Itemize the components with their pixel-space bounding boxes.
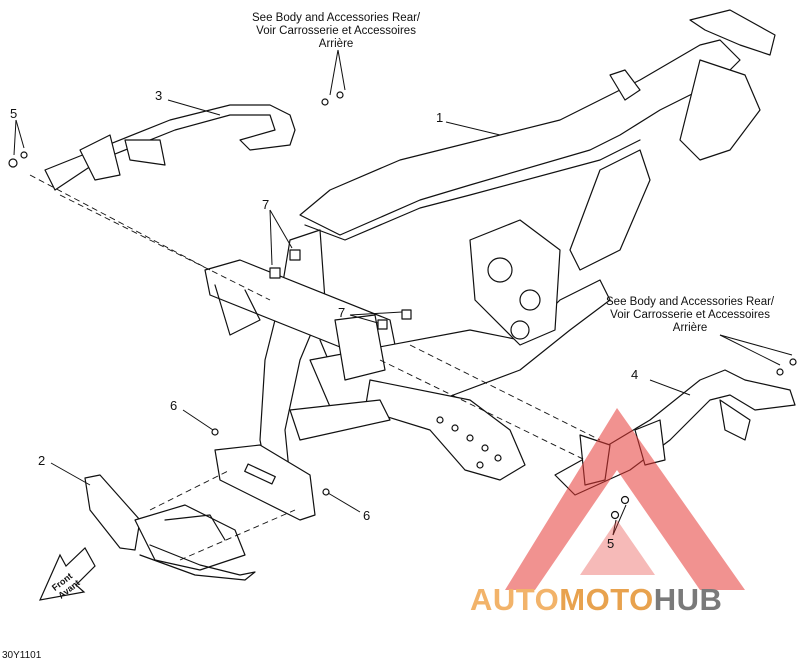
callout-3: 3	[155, 88, 163, 103]
callout-2: 2	[38, 453, 46, 468]
watermark-hub: HUB	[653, 582, 723, 617]
alignment-lines	[29, 174, 601, 561]
callout-1: 1	[436, 110, 444, 125]
callout-7-lower: 7	[338, 305, 346, 320]
see-body-note-right: See Body and Accessories Rear/ Voir Carr…	[606, 296, 775, 334]
see-body-note-top: See Body and Accessories Rear/ Voir Carr…	[252, 12, 421, 50]
callout-7-upper: 7	[262, 197, 270, 212]
callout-6-left: 6	[170, 398, 178, 413]
callout-5-left: 5	[10, 106, 18, 121]
watermark-moto: MOTO	[559, 582, 654, 617]
front-skid-bracket	[84, 474, 256, 581]
part-code: 30Y1101	[2, 650, 42, 661]
watermark-triangle-icon	[505, 408, 745, 590]
leader-lines	[13, 49, 793, 536]
upper-front-bracket	[44, 104, 296, 191]
main-frame	[204, 9, 776, 521]
callout-5-right: 5	[607, 536, 615, 551]
callout-6-right: 6	[363, 508, 371, 523]
callout-4: 4	[631, 367, 639, 382]
front-arrow-icon	[38, 547, 96, 601]
watermark-logo: AUTOMOTOHUB	[470, 582, 722, 618]
watermark-auto: AUTO	[470, 582, 560, 617]
